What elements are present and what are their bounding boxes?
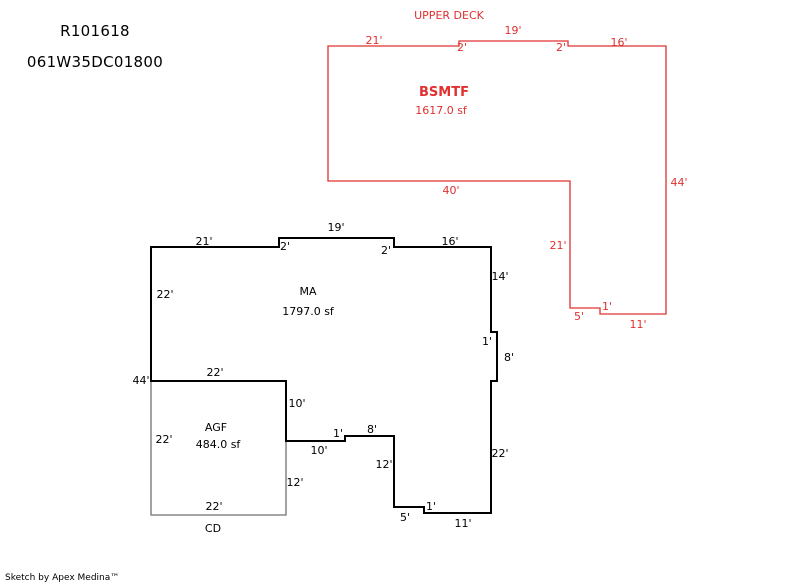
dim-label: 2': [556, 41, 566, 54]
dim-label: 44': [132, 374, 149, 387]
dim-label: 22': [206, 366, 223, 379]
dim-label: 19': [504, 24, 521, 37]
cd-label: CD: [205, 522, 221, 535]
dim-label: 8': [504, 351, 514, 364]
dim-label: 5': [400, 511, 410, 524]
dim-label: 21': [195, 235, 212, 248]
basement-outline: [327, 40, 667, 315]
dim-label: 5': [574, 310, 584, 323]
main-area: 1797.0 sf: [282, 305, 335, 318]
basement-label: BSMTF: [419, 85, 469, 100]
dim-label: 2': [457, 41, 467, 54]
dim-label: 12': [286, 476, 303, 489]
garage-area: 484.0 sf: [196, 438, 242, 451]
dim-label: 22': [491, 447, 508, 460]
dim-label: 14': [491, 270, 508, 283]
dim-label: 44': [670, 176, 687, 189]
dim-label: 12': [375, 458, 392, 471]
upper-deck-label: UPPER DECK: [414, 9, 485, 22]
main-outline: [150, 237, 498, 514]
main-label: MA: [299, 285, 316, 298]
dim-label: 21': [365, 34, 382, 47]
dim-label: 10': [310, 444, 327, 457]
dim-label: 10': [288, 397, 305, 410]
dim-label: 16': [610, 36, 627, 49]
dim-label: 2': [381, 244, 391, 257]
dim-label: 1': [602, 300, 612, 313]
dim-label: 22': [156, 288, 173, 301]
basement-area: 1617.0 sf: [415, 104, 468, 117]
dim-label: 40': [442, 184, 459, 197]
dim-label: 22': [205, 500, 222, 513]
dim-label: 8': [367, 423, 377, 436]
parcel-number: 061W35DC01800: [26, 53, 164, 71]
dim-label: 19': [327, 221, 344, 234]
dim-label: 11': [629, 318, 646, 331]
dim-label: 1': [333, 427, 343, 440]
garage-label: AGF: [205, 421, 227, 434]
dim-label: 16': [441, 235, 458, 248]
garage-outline: [150, 381, 287, 516]
dim-label: 1': [426, 500, 436, 513]
record-id: R101618: [60, 22, 130, 40]
dim-label: 1': [482, 335, 492, 348]
dim-label: 2': [280, 240, 290, 253]
footer-credit: Sketch by Apex Medina™: [5, 573, 120, 583]
dim-label: 22': [155, 433, 172, 446]
dim-label: 11': [454, 517, 471, 530]
dim-label: 21': [549, 239, 566, 252]
